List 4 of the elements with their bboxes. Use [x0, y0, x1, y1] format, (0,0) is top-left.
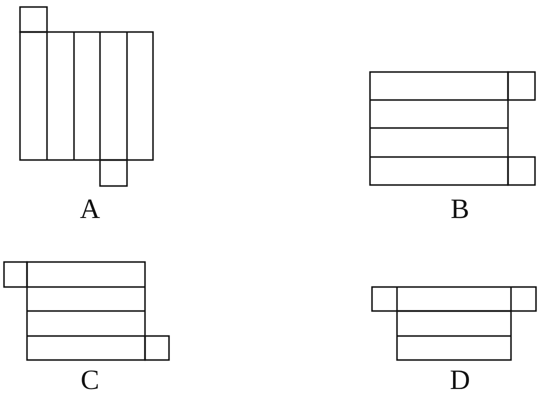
option-label: B [450, 195, 470, 225]
option-label: A [80, 195, 100, 225]
option-label: D [450, 366, 470, 396]
option-label: C [80, 366, 100, 396]
